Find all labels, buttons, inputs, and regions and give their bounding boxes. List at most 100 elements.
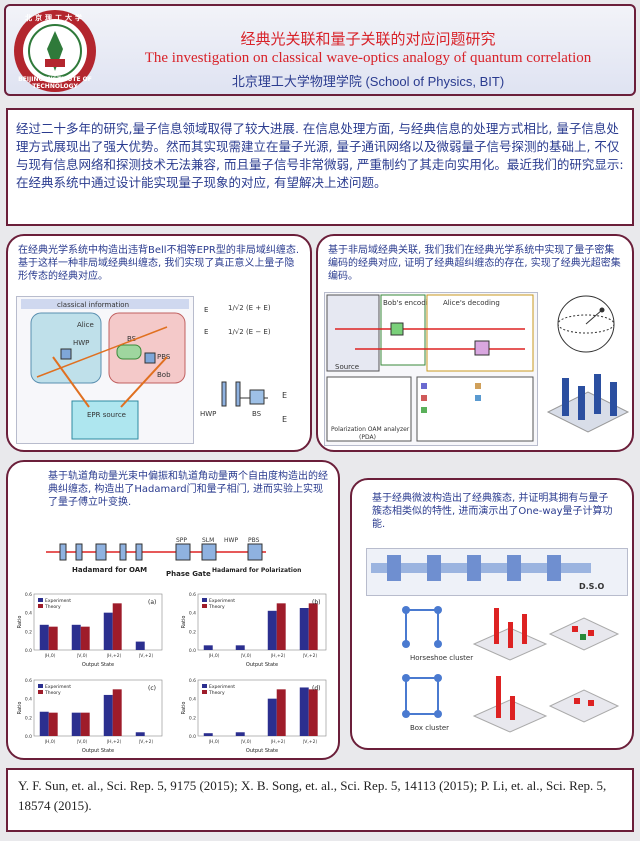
horseshoe-histogram xyxy=(472,608,548,661)
chart-bar xyxy=(267,698,277,736)
chart-bar xyxy=(135,732,145,736)
chart-bar xyxy=(48,712,58,736)
tick-label: |H,+2⟩ xyxy=(271,739,286,745)
x-axis-label: Output State xyxy=(82,748,114,754)
tick-label: |H,0⟩ xyxy=(45,739,56,745)
chart-bar xyxy=(80,626,90,650)
box-histogram xyxy=(472,676,548,733)
panel-1-text: 在经典光学系统中构造出违背Bell不相等EPR型的非局域纠缠态. 基于这样一种非… xyxy=(18,245,300,282)
tick-label: 0.0 xyxy=(25,648,32,654)
teleportation-setup-diagram: classical information Alice Bob HWP BS P… xyxy=(21,299,189,440)
tick-label: 0.0 xyxy=(189,734,196,740)
label-spp: SPP xyxy=(176,537,187,544)
tick-label: 0.4 xyxy=(189,697,196,703)
label-poa: Polarization OAM analyzer xyxy=(331,426,410,433)
label-hwp-qft: HWP xyxy=(224,537,238,544)
tick-label: 0.2 xyxy=(25,715,32,721)
logo-inner-ring xyxy=(23,19,87,83)
bloch-sphere-and-histogram xyxy=(546,295,630,433)
tick-label: |H,0⟩ xyxy=(45,653,56,659)
legend-entry: Experiment xyxy=(45,598,71,604)
label-box: Box cluster xyxy=(410,724,449,732)
label-alices-decoding: Alice's decoding xyxy=(443,299,500,307)
chart-bar xyxy=(48,626,58,650)
label-bob: Bob xyxy=(157,371,171,379)
tick-label: 0.0 xyxy=(25,734,32,740)
chart-bar xyxy=(203,645,213,650)
tick-label: 0.2 xyxy=(189,715,196,721)
label-pbs: PBS xyxy=(157,353,171,361)
tick-label: |V,+2⟩ xyxy=(303,653,318,659)
poster-header: 北京理工大学 BEIJING INSTITUTE OF TECHNOLOGY 经… xyxy=(4,4,636,96)
svg-text:1/√2 (E + E): 1/√2 (E + E) xyxy=(228,304,271,312)
panel-tag: (d) xyxy=(312,685,321,692)
chart-bar xyxy=(203,733,213,736)
qft-setup-diagram: SPP SLM HWP PBS Hadamard for OAM Phase G… xyxy=(46,537,301,578)
chart-bar xyxy=(235,732,245,736)
chart-bar xyxy=(267,610,277,650)
panel-teleportation: 在经典光学系统中构造出违背Bell不相等EPR型的非局域纠缠态. 基于这样一种非… xyxy=(6,234,312,452)
tick-label: 0.2 xyxy=(25,629,32,635)
panel-tag: (a) xyxy=(148,599,156,606)
chart-bar xyxy=(39,624,49,650)
tick-label: |V,+2⟩ xyxy=(139,739,154,745)
dense-coding-setup-diagram: Source Bob's encoding Alice's decoding P… xyxy=(326,294,534,442)
logo-emblem-icon xyxy=(28,24,82,78)
dense-coding-results xyxy=(542,290,630,446)
legend-entry: Theory xyxy=(44,604,61,610)
svg-text:E: E xyxy=(282,415,287,424)
legend-swatch xyxy=(202,604,207,608)
panel-tag: (c) xyxy=(148,685,156,692)
y-axis-label: Ratio xyxy=(17,702,23,715)
label-phase-gate: Phase Gate xyxy=(166,570,211,578)
chart-bar xyxy=(308,603,318,650)
chart-bar xyxy=(276,689,286,736)
legend-swatch xyxy=(202,684,207,688)
label-hadamard-pol: Hadamard for Polarization xyxy=(212,567,301,574)
label-epr-source: EPR source xyxy=(87,411,126,419)
x-axis-label: Output State xyxy=(246,748,278,754)
label-alice: Alice xyxy=(77,321,94,329)
logo-text-cn: 北京理工大学 xyxy=(25,14,85,22)
legend-swatch xyxy=(38,604,43,608)
cluster-results: Horseshoe cluster Box cluster xyxy=(366,600,626,742)
legend-swatch xyxy=(38,598,43,602)
legend-entry: Theory xyxy=(208,690,225,696)
chart-bar xyxy=(103,612,113,650)
chart-bar xyxy=(71,624,81,650)
cluster-results-diagram: Horseshoe cluster Box cluster xyxy=(402,606,620,733)
panel-fourier-transform: 基于轨道角动量光束中偏振和轨道角动量两个自由度构造出的经典纠缠态, 构造出了Ha… xyxy=(6,460,340,760)
tick-label: 0.0 xyxy=(189,648,196,654)
title-affiliation: 北京理工大学物理学院 (School of Physics, BIT) xyxy=(231,74,505,89)
qft-results-charts: |H,0⟩|V,0⟩|H,+2⟩|V,+2⟩0.00.20.40.6Output… xyxy=(17,592,327,754)
x-axis-label: Output State xyxy=(82,662,114,668)
teleportation-equations-figure: E 1/√2 (E + E) E 1/√2 (E − E) HWP BS E E xyxy=(200,304,287,424)
tick-label: |H,0⟩ xyxy=(209,653,220,659)
tick-label: |H,0⟩ xyxy=(209,739,220,745)
tick-label: 0.6 xyxy=(25,592,32,598)
tick-label: |H,+2⟩ xyxy=(107,653,122,659)
panel-dense-coding: 基于非局域经典关联, 我们我们在经典光学系统中实现了量子密集编码的经典对应, 证… xyxy=(316,234,634,452)
tick-label: 0.2 xyxy=(189,629,196,635)
microwave-circuit-diagram: D.S.O xyxy=(371,555,604,591)
label-bs-eq: BS xyxy=(252,410,262,418)
y-axis-label: Ratio xyxy=(181,702,187,715)
chart-bar xyxy=(276,603,286,650)
label-source: Source xyxy=(335,363,359,371)
svg-text:E: E xyxy=(282,391,287,400)
dense-coding-setup-figure: Source Bob's encoding Alice's decoding P… xyxy=(324,292,538,446)
references-footer: Y. F. Sun, et. al., Sci. Rep. 5, 9175 (2… xyxy=(6,768,634,832)
tick-label: |V,+2⟩ xyxy=(139,653,154,659)
tick-label: 0.4 xyxy=(25,611,32,617)
chart-bar xyxy=(103,694,113,736)
x-axis-label: Output State xyxy=(246,662,278,668)
label-classical-information: classical information xyxy=(57,301,129,309)
tick-label: 0.4 xyxy=(189,611,196,617)
y-axis-label: Ratio xyxy=(17,616,23,629)
label-pbs-qft: PBS xyxy=(248,537,260,544)
label-hadamard-oam: Hadamard for OAM xyxy=(72,566,147,574)
panel-4-text: 基于经典微波构造出了经典簇态, 并证明其拥有与量子簇态相类似的特性, 进而演示出… xyxy=(372,493,613,530)
label-hwp-eq: HWP xyxy=(200,410,216,418)
tick-label: |V,+2⟩ xyxy=(303,739,318,745)
legend-entry: Experiment xyxy=(45,684,71,690)
